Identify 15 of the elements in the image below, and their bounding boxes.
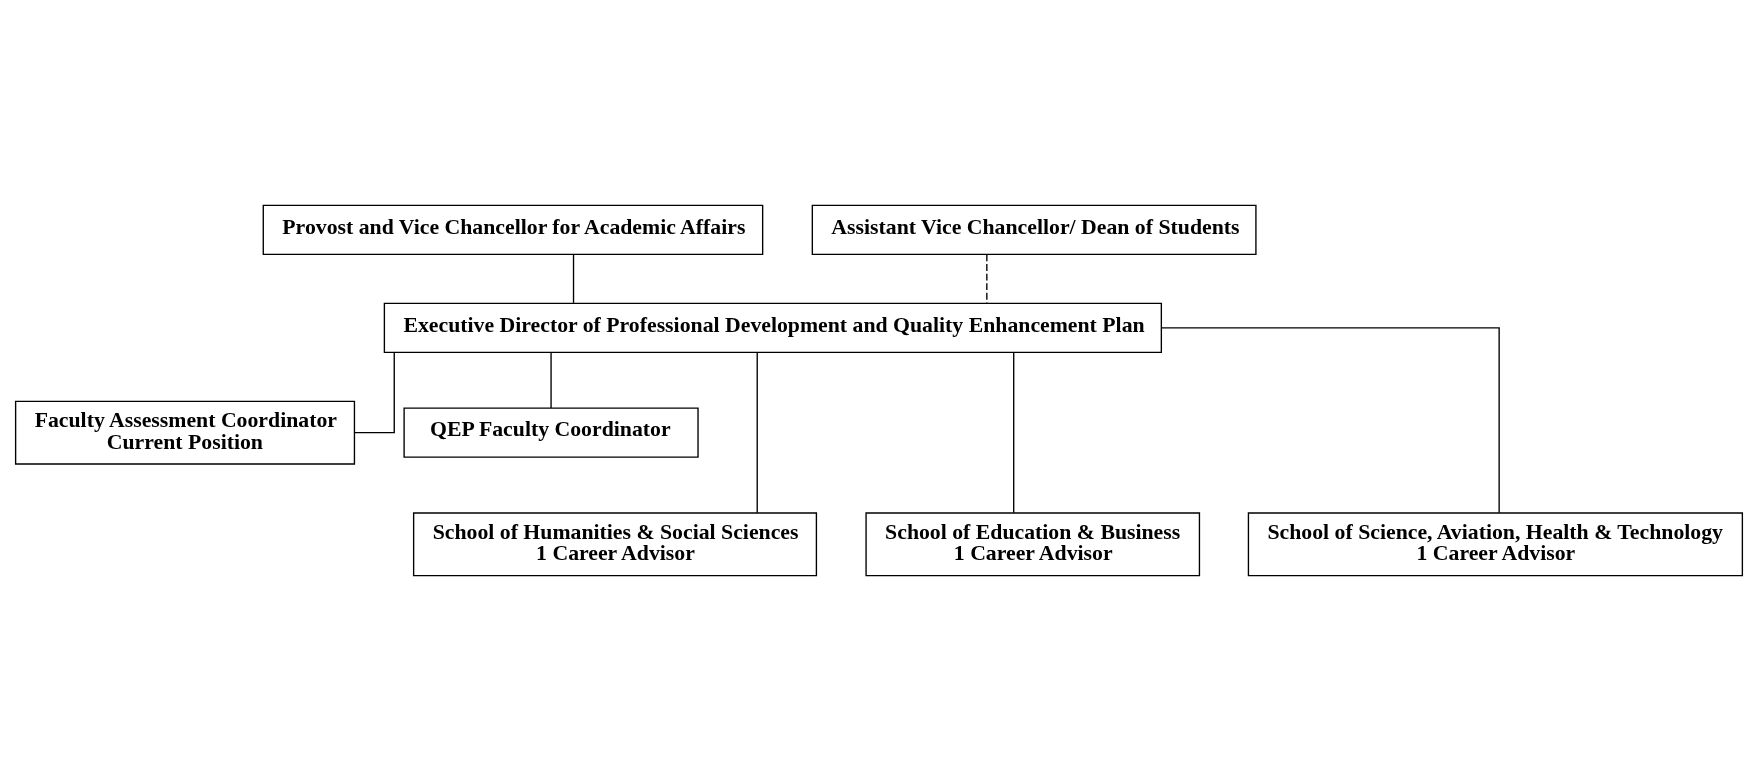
- node-box: Faculty Assessment Coordinator Current Position: [14, 400, 356, 465]
- connector: [572, 254, 575, 304]
- connector: [986, 254, 988, 304]
- connector: [756, 352, 758, 514]
- node-box: Executive Director of Professional Development and Quality Enhancement Plan: [383, 302, 1163, 354]
- node-box: Provost and Vice Chancellor for Academic Affairs: [262, 204, 764, 256]
- connector: [354, 352, 395, 434]
- node-box: School of Humanities & Social Sciences 1 Career Advisor: [412, 512, 818, 577]
- node-box: QEP Faculty Coordinator: [403, 407, 699, 458]
- connector: [1160, 327, 1500, 514]
- node-box: Assistant Vice Chancellor/ Dean of Students: [811, 204, 1257, 256]
- node-box: School of Education & Business 1 Career Advisor: [865, 512, 1201, 577]
- connector: [550, 352, 552, 409]
- connector: [1013, 352, 1015, 514]
- node-box: School of Science, Aviation, Health & Technology 1 Career Advisor: [1247, 512, 1744, 577]
